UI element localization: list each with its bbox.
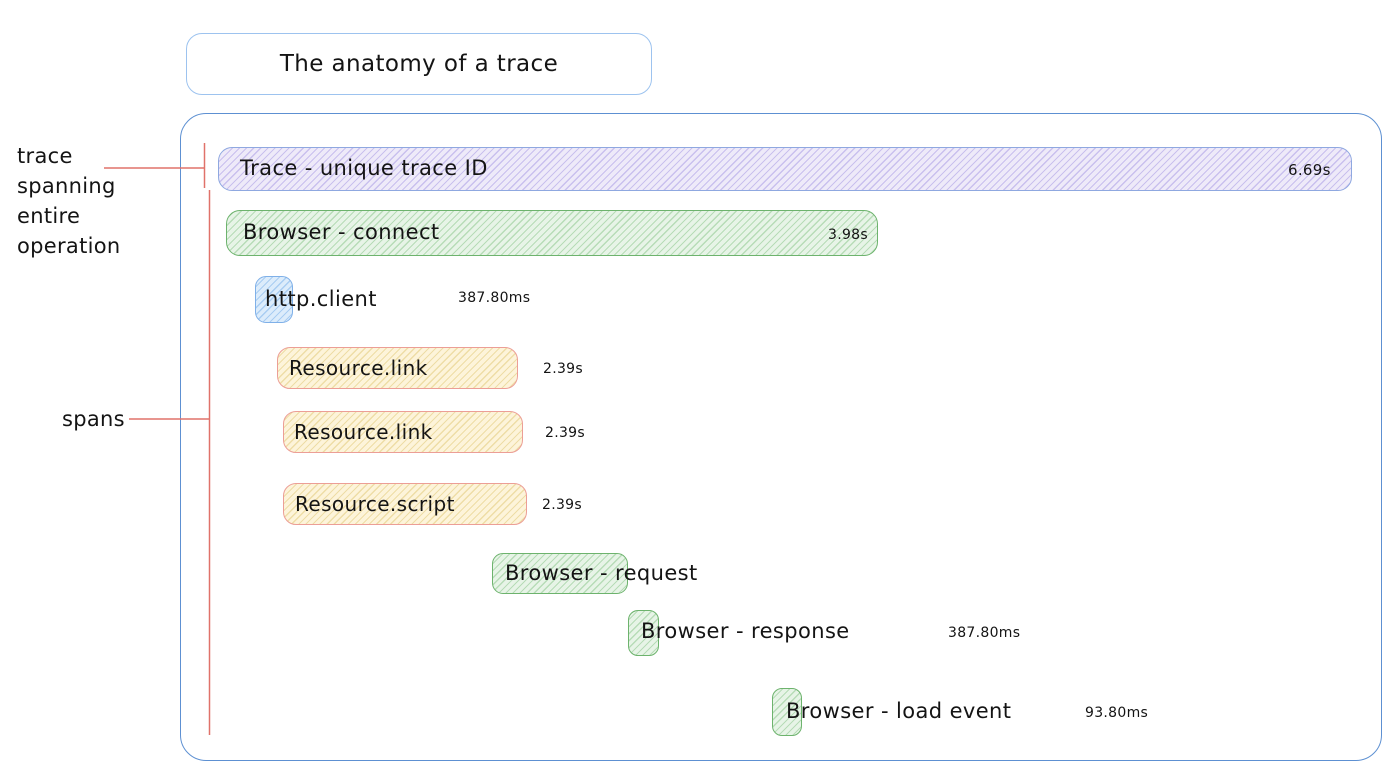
span-duration-resource-script: 2.39s [542,497,582,513]
span-label-trace: Trace - unique trace ID [240,156,488,180]
span-label-browser-connect: Browser - connect [243,220,440,244]
title-box: The anatomy of a trace [186,33,652,95]
span-box-browser-connect [226,210,878,256]
span-box-browser-load-event [772,688,802,736]
span-duration-browser-connect: 3.98s [828,227,868,243]
span-label-browser-load-event: Browser - load event [786,699,1012,723]
annotation-spans: spans [62,407,125,431]
span-label-browser-request: Browser - request [505,561,698,585]
span-box-resource-script [283,483,527,525]
span-box-browser-response [628,610,659,656]
span-duration-browser-response: 387.80ms [948,625,1021,641]
span-duration-resource-link-2: 2.39s [545,425,585,441]
span-box-trace [218,147,1352,191]
span-duration-resource-link-1: 2.39s [543,361,583,377]
span-box-resource-link-2 [283,411,523,453]
span-duration-trace: 6.69s [1288,161,1331,179]
span-duration-http-client: 387.80ms [458,290,531,306]
trace-container [180,113,1382,761]
span-label-browser-response: Browser - response [641,619,850,643]
span-label-http-client: http.client [265,287,377,311]
span-label-resource-link-2: Resource.link [294,420,433,444]
span-duration-browser-load-event: 93.80ms [1085,705,1149,721]
span-box-browser-request [492,553,628,594]
span-box-http-client [255,276,293,323]
annotation-trace-spanning: trace spanning entire operation [17,144,121,259]
page-title: The anatomy of a trace [279,51,559,77]
span-box-resource-link-1 [277,347,518,389]
span-label-resource-link-1: Resource.link [289,356,428,380]
span-label-resource-script: Resource.script [295,492,455,516]
